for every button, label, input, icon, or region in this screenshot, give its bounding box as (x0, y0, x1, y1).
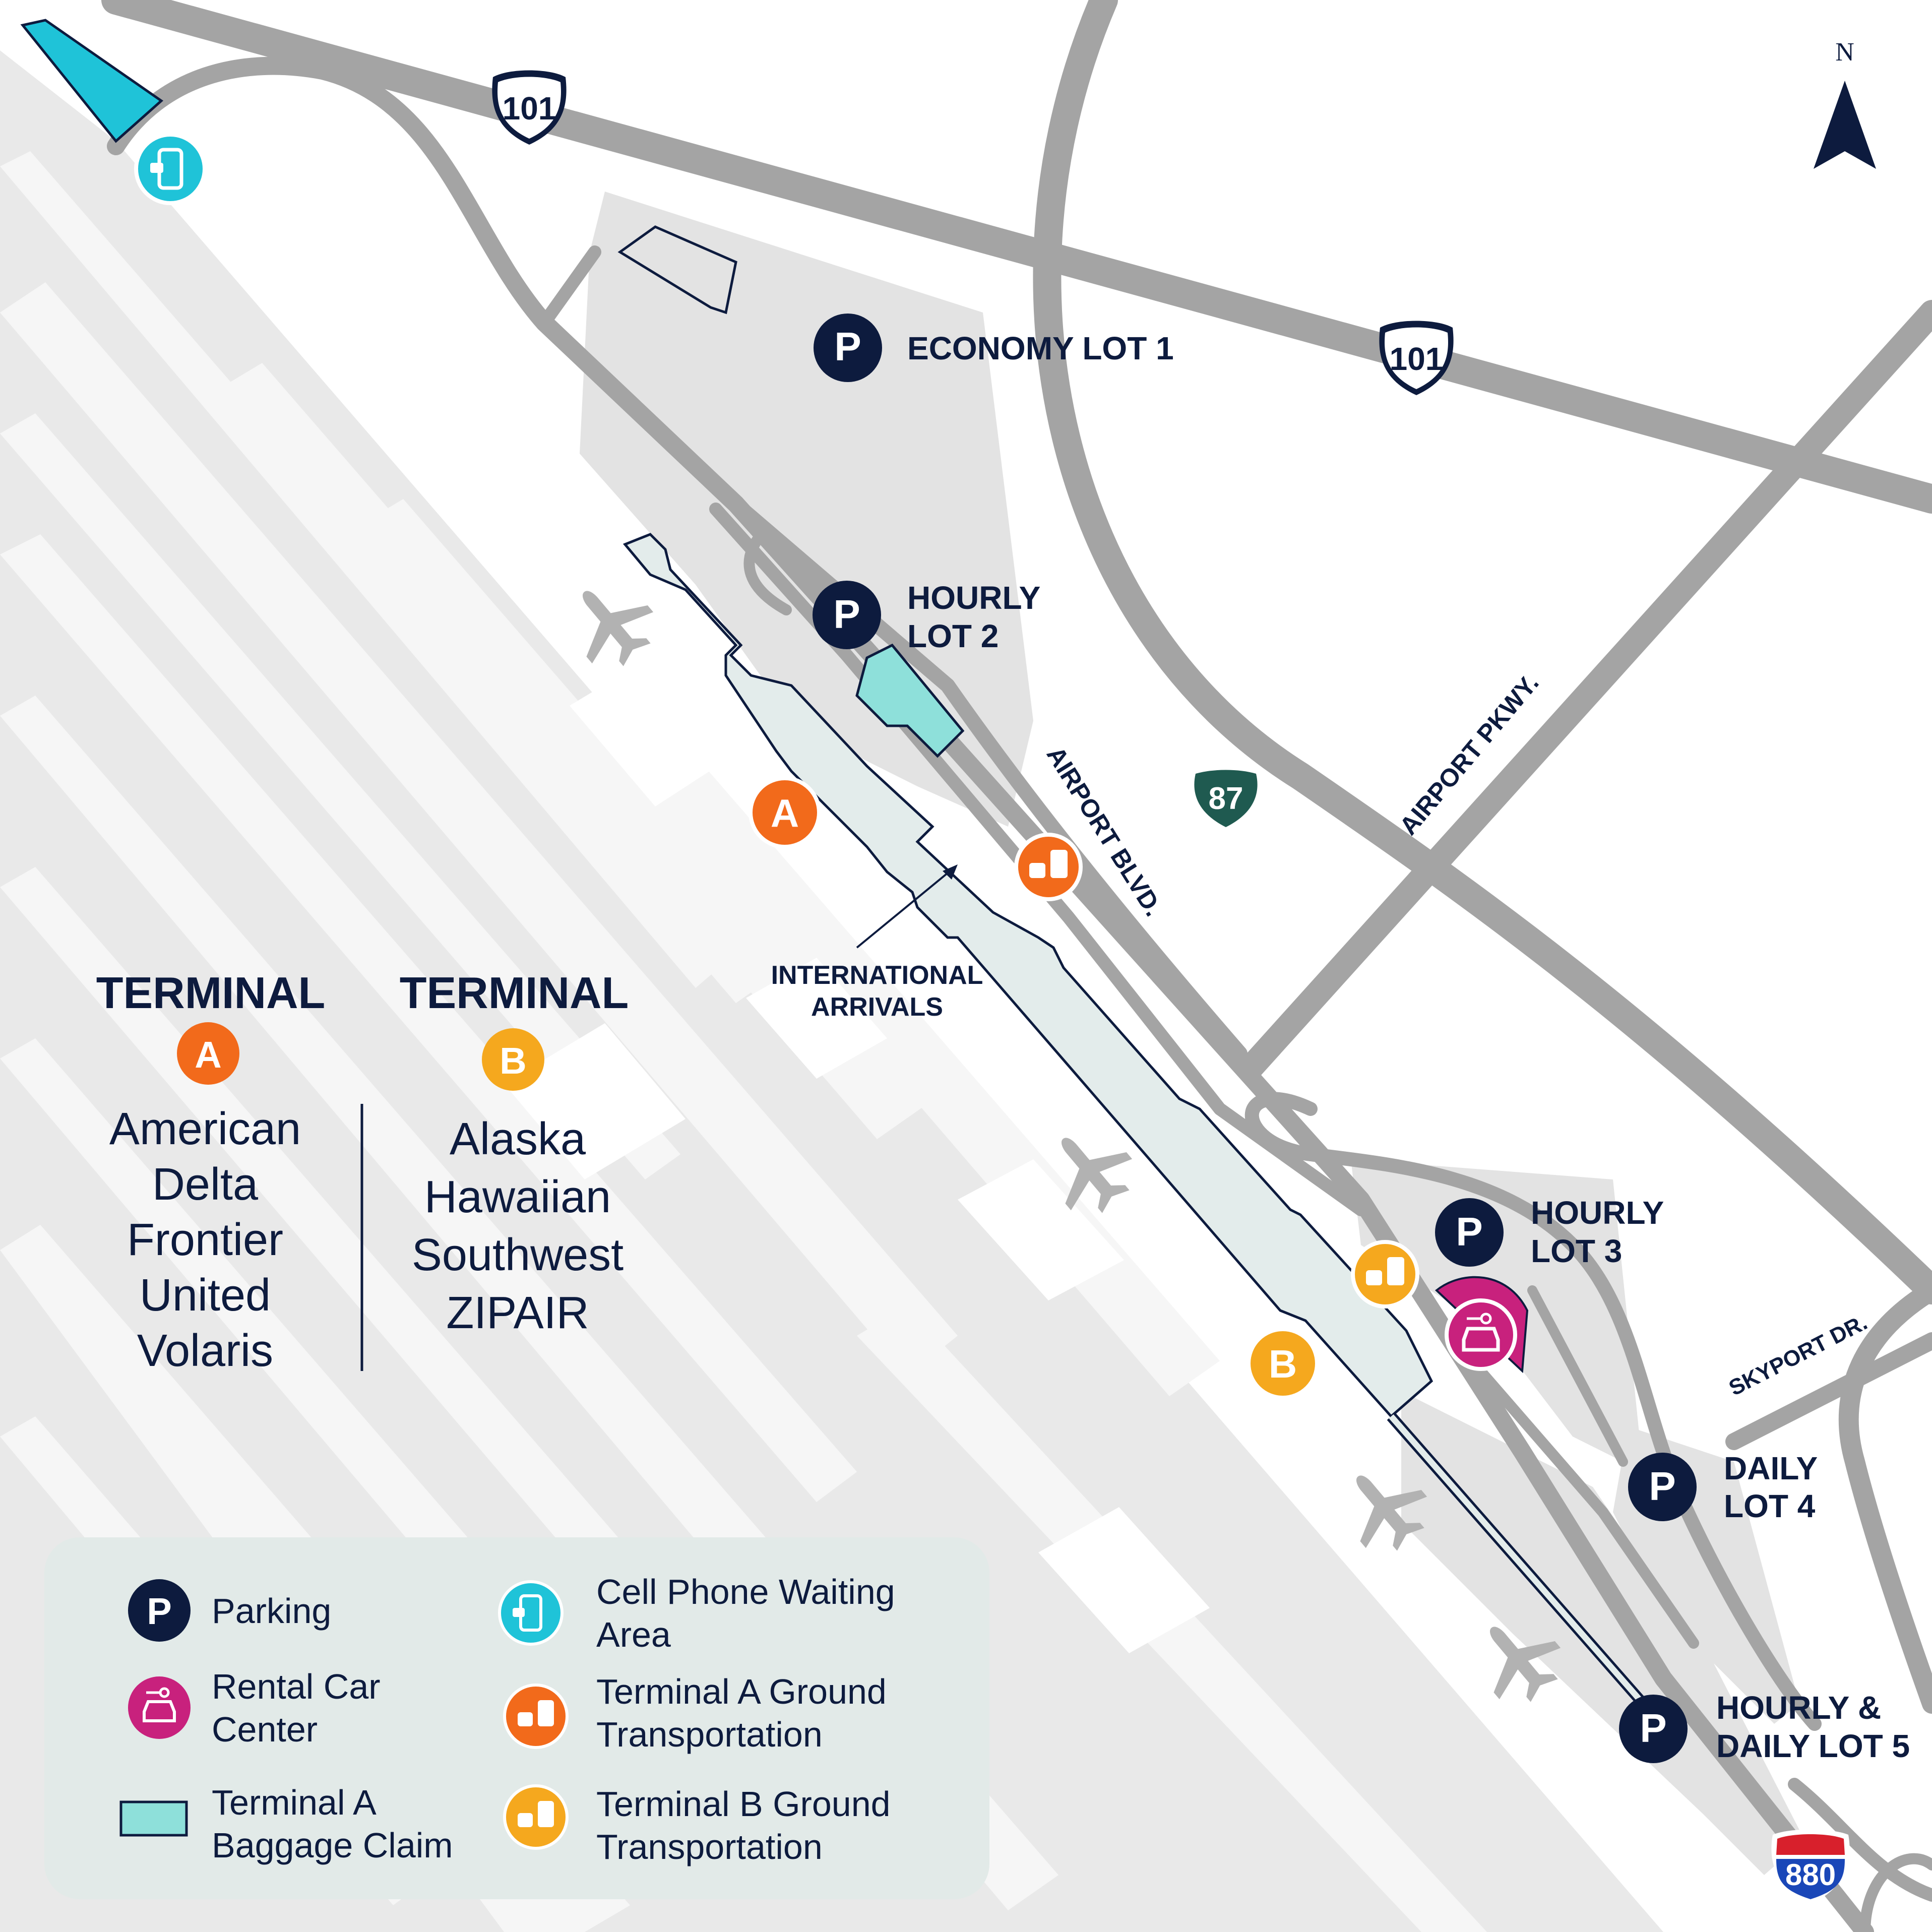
svg-text:Terminal A: Terminal A (212, 1783, 377, 1822)
ground-transport-b-icon (503, 1784, 569, 1850)
svg-text:TERMINAL: TERMINAL (400, 968, 629, 1018)
hourly-lot-2-marker[interactable]: P (813, 581, 881, 649)
terminal-a-marker[interactable]: A (749, 776, 821, 849)
svg-text:P: P (1640, 1706, 1666, 1751)
us101-shield: 101 (492, 70, 567, 145)
legend-rental: Rental Car Center (128, 1667, 381, 1749)
svg-text:Transportation: Transportation (596, 1715, 823, 1754)
economy-lot-1-label: ECONOMY LOT 1 (907, 330, 1174, 366)
north-arrow: N (1814, 38, 1876, 169)
svg-text:Area: Area (596, 1615, 671, 1654)
svg-text:United: United (140, 1270, 271, 1321)
roads (101, 0, 1932, 1932)
terminal-b-badge (482, 1028, 544, 1091)
hourly-lot-3-label-line2: LOT 3 (1531, 1233, 1622, 1269)
cell-phone-waiting-icon[interactable] (134, 133, 207, 205)
parking-icon (128, 1579, 191, 1642)
svg-text:INTERNATIONAL: INTERNATIONAL (771, 961, 983, 990)
rental-car-icon (128, 1676, 191, 1739)
daily-lot-4-marker[interactable]: P (1628, 1453, 1697, 1521)
svg-text:Transportation: Transportation (596, 1827, 823, 1866)
lot-5-label-line2: DAILY LOT 5 (1716, 1728, 1910, 1764)
svg-text:101: 101 (1390, 341, 1444, 377)
svg-text:Rental Car: Rental Car (212, 1667, 381, 1706)
svg-text:Cell Phone Waiting: Cell Phone Waiting (596, 1572, 895, 1611)
legend-cellphone: Cell Phone Waiting Area (498, 1572, 895, 1654)
svg-text:P: P (833, 592, 860, 637)
terminal-b-list: TERMINAL B Alaska Hawaiian Southwest ZIP… (400, 968, 629, 1338)
economy-lot-1-marker[interactable]: P (814, 314, 882, 382)
svg-text:880: 880 (1785, 1858, 1836, 1892)
svg-text:American: American (109, 1104, 301, 1154)
svg-text:P: P (1649, 1464, 1675, 1509)
svg-text:A: A (771, 791, 799, 835)
svg-text:B: B (1269, 1342, 1297, 1386)
international-arrivals-callout: INTERNATIONAL ARRIVALS (771, 864, 983, 1022)
svg-text:Baggage Claim: Baggage Claim (212, 1826, 453, 1865)
svg-text:101: 101 (503, 90, 556, 127)
ground-transport-a-icon (503, 1684, 569, 1749)
airplane-icon (1356, 1475, 1427, 1551)
rental-car-center-icon[interactable] (1445, 1298, 1517, 1371)
north-arrow-icon (1814, 81, 1876, 169)
ca87-shield: 87 (1189, 764, 1263, 832)
svg-text:ARRIVALS: ARRIVALS (811, 992, 943, 1022)
svg-text:N: N (1835, 38, 1854, 67)
svg-text:Volaris: Volaris (137, 1326, 273, 1376)
us101-shield: 101 (1379, 321, 1454, 395)
svg-text:87: 87 (1209, 781, 1243, 816)
svg-text:Center: Center (212, 1710, 318, 1749)
terminal-a-badge (177, 1022, 239, 1085)
ca87-road (1033, 0, 1932, 1304)
terminal-a-baggage-claim (855, 643, 965, 758)
terminal-b-marker[interactable]: B (1247, 1327, 1319, 1400)
svg-text:Terminal A Ground: Terminal A Ground (596, 1672, 887, 1711)
svg-text:Hawaiian: Hawaiian (424, 1172, 611, 1222)
baggage-claim-swatch (119, 1800, 188, 1837)
svg-text:P: P (834, 324, 861, 369)
svg-text:Delta: Delta (152, 1159, 259, 1210)
cell-phone-icon (498, 1580, 564, 1646)
hourly-lot-2-label-line2: LOT 2 (907, 618, 999, 654)
terminal-building (622, 533, 1434, 1418)
daily-lot-4-label-line2: LOT 4 (1724, 1488, 1816, 1524)
svg-text:P: P (147, 1590, 171, 1632)
svg-text:A: A (195, 1034, 221, 1076)
svg-text:B: B (500, 1040, 526, 1082)
airport-pkwy-road (1237, 300, 1932, 1081)
airfield (0, 50, 1663, 1932)
legend-parking: P Parking (128, 1579, 331, 1642)
cell-phone-lot (20, 19, 164, 143)
terminal-b-ground-transport-icon[interactable] (1351, 1240, 1419, 1308)
hourly-lot-3-marker[interactable]: P (1435, 1198, 1504, 1267)
lot-5-marker[interactable]: P (1619, 1695, 1688, 1763)
svg-text:Alaska: Alaska (450, 1114, 586, 1164)
airplane-icon (1062, 1138, 1133, 1213)
svg-text:Frontier: Frontier (127, 1215, 283, 1265)
airplane-icon (583, 591, 654, 666)
hourly-lot-3-label-line1: HOURLY (1531, 1195, 1664, 1231)
economy-lot-shape (617, 225, 737, 315)
airplane-icon (1490, 1627, 1561, 1702)
legend-ground-a: Terminal A Ground Transportation (503, 1672, 887, 1754)
svg-text:ZIPAIR: ZIPAIR (446, 1288, 589, 1338)
legend: P Parking Rental Car Center Terminal A B… (44, 1537, 989, 1899)
svg-text:TERMINAL: TERMINAL (96, 968, 326, 1018)
legend-baggage: Terminal A Baggage Claim (119, 1783, 453, 1865)
hourly-lot-2-label-line1: HOURLY (907, 580, 1040, 616)
daily-lot-4-label-line1: DAILY (1724, 1450, 1818, 1486)
svg-text:Terminal B Ground: Terminal B Ground (596, 1784, 891, 1824)
legend-ground-b: Terminal B Ground Transportation (503, 1784, 891, 1866)
terminal-a-list: TERMINAL A American Delta Frontier Unite… (96, 968, 326, 1376)
svg-text:Parking: Parking (212, 1591, 331, 1631)
svg-text:P: P (1456, 1209, 1482, 1254)
lot-5-label-line1: HOURLY & (1716, 1690, 1881, 1726)
i880-shield: 880 (1771, 1829, 1850, 1904)
terminal-a-ground-transport-icon[interactable] (1014, 833, 1083, 901)
svg-text:Southwest: Southwest (412, 1230, 624, 1280)
us101-road (101, 0, 1932, 514)
